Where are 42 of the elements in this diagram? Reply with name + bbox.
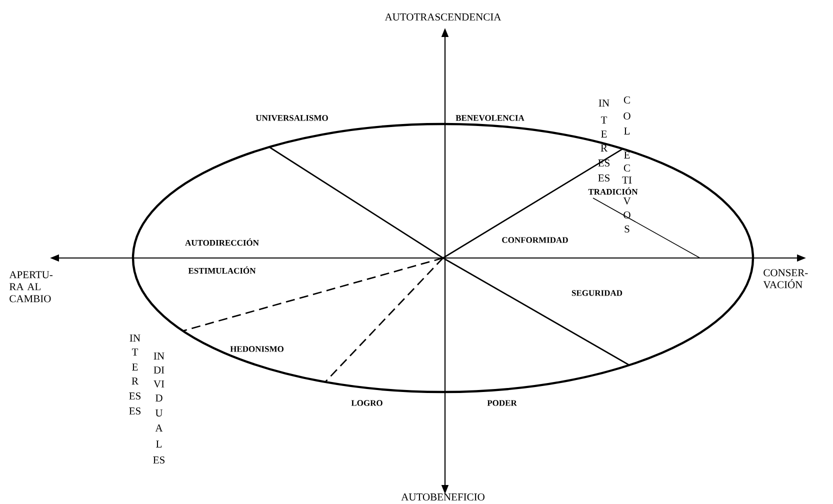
vertical-letters: ES xyxy=(153,456,164,464)
axis-label: AUTOBENEFICIO xyxy=(401,493,484,501)
vertical-letters: ES xyxy=(129,392,140,400)
vertical-letters: ES xyxy=(129,407,140,415)
vertical-letters: R xyxy=(600,144,608,152)
vertical-letters: C xyxy=(624,96,630,104)
axis-label: CONSER- VACIÓN xyxy=(763,269,808,288)
vertical-letters: T xyxy=(600,116,608,124)
sector-label: LOGRO xyxy=(351,400,382,406)
vertical-letters: T xyxy=(132,348,138,356)
vertical-letters: S xyxy=(624,225,630,233)
sector-label: SEGURIDAD xyxy=(572,290,622,296)
sector-label: AUTODIRECCIÓN xyxy=(185,238,259,246)
sector-label: ESTIMULACIÓN xyxy=(188,266,256,274)
vertical-letters: TI xyxy=(622,176,632,184)
vertical-letters: U xyxy=(155,410,163,416)
vertical-letters: A xyxy=(155,424,163,432)
axis-label: AUTOTRASCENDENCIA xyxy=(384,13,502,21)
vertical-letters: DI xyxy=(154,366,164,374)
vertical-letters: V xyxy=(623,198,631,205)
vertical-letters: E xyxy=(601,130,607,138)
vertical-letters: IN xyxy=(154,352,164,360)
vertical-letters: VI xyxy=(154,380,164,388)
vertical-letters: L xyxy=(156,440,162,448)
vertical-letters: L xyxy=(624,128,630,134)
vertical-letters: E xyxy=(132,364,138,370)
sector-label: CONFORMIDAD xyxy=(502,237,568,243)
axis-label: APERTU- RA AL CAMBIO xyxy=(9,271,53,302)
sector-label: BENEVOLENCIA xyxy=(456,115,524,121)
sector-label: TRADICIÓN xyxy=(588,187,638,195)
vertical-letters: D xyxy=(156,394,162,402)
vertical-letters: IN xyxy=(130,334,140,342)
vertical-letters: C xyxy=(624,164,630,172)
sector-label: PODER xyxy=(487,400,517,406)
sector-label: UNIVERSALISMO xyxy=(256,115,328,121)
sector-label: HEDONISMO xyxy=(230,346,284,352)
vertical-letters: IN xyxy=(598,100,610,106)
vertical-letters: ES xyxy=(598,174,610,182)
vertical-letters: E xyxy=(624,152,630,158)
vertical-letters: R xyxy=(132,378,138,384)
vertical-letters: O xyxy=(624,112,630,120)
vertical-letters: O xyxy=(624,211,630,219)
